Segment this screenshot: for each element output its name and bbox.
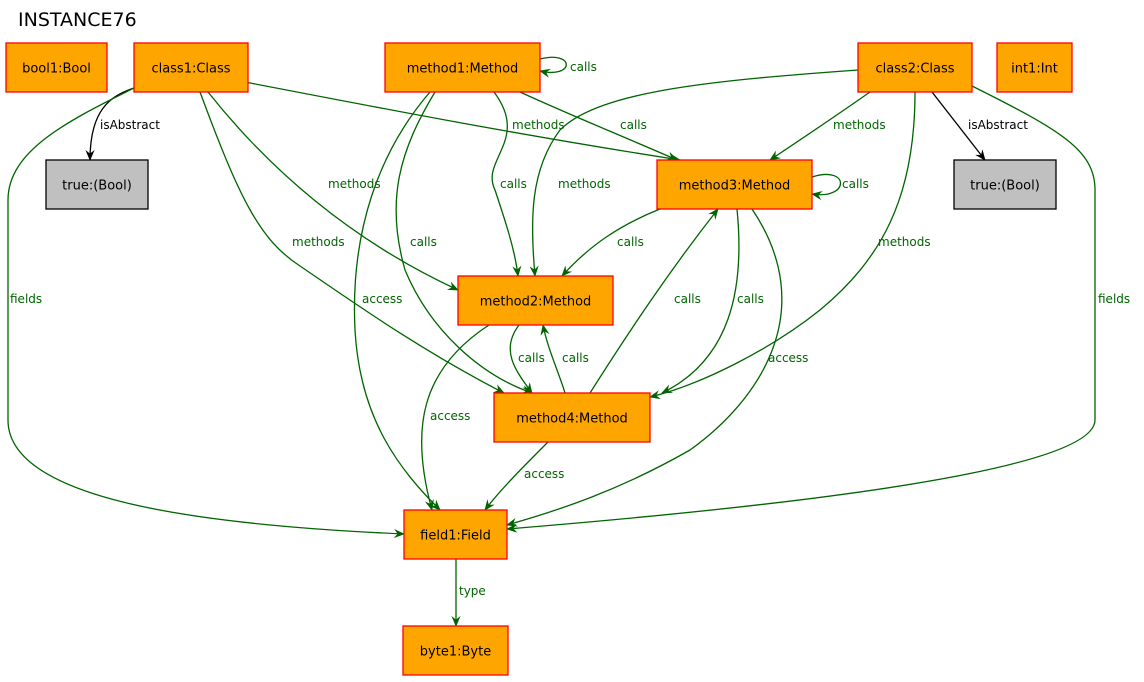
node-label: method1:Method [407, 62, 519, 77]
edge-method3-calls-method2 [561, 208, 661, 277]
edge-label-methods: methods [833, 118, 886, 132]
edge-label-fields: fields [10, 292, 42, 306]
node-label: bool1:Bool [22, 62, 91, 77]
edge-label-calls: calls [562, 351, 589, 365]
edge-label-methods: methods [878, 235, 931, 249]
node-method1[interactable]: method1:Method [384, 42, 541, 93]
edge-label-calls: calls [617, 235, 644, 249]
node-class2[interactable]: class2:Class [857, 42, 973, 93]
edge-label-calls: calls [620, 118, 647, 132]
edge-label-calls: calls [737, 292, 764, 306]
node-box [402, 625, 509, 676]
edge-label-methods: methods [328, 177, 381, 191]
edge-label-methods: methods [558, 177, 611, 191]
node-box [45, 159, 149, 210]
node-box [384, 42, 541, 93]
node-box [457, 275, 614, 326]
node-box [133, 42, 249, 93]
node-box [857, 42, 973, 93]
edge-class1-methods-method2 [207, 91, 459, 291]
edge-label-isAbstract: isAbstract [968, 118, 1028, 132]
edge-method1-calls-method2 [491, 91, 522, 277]
edge-class2-methods-method2 [529, 69, 859, 277]
node-label: method2:Method [480, 295, 592, 310]
node-true2[interactable]: true:(Bool) [953, 159, 1057, 210]
edge-label-calls: calls [842, 177, 869, 191]
node-method3[interactable]: method3:Method [656, 159, 813, 210]
edge-method1-calls-method1 [539, 56, 567, 78]
edge-class2-methods-method4 [649, 91, 916, 400]
node-field1[interactable]: field1:Field [403, 509, 508, 560]
node-label: byte1:Byte [420, 645, 491, 660]
node-label: true:(Bool) [970, 179, 1040, 194]
edge-method3-calls-method4 [661, 208, 740, 394]
node-int1[interactable]: int1:Int [996, 42, 1073, 93]
edge-label-type: type [459, 584, 486, 598]
edge-label-methods: methods [292, 235, 345, 249]
edge-labels-layer: isAbstract fields methods methods methods cal… [10, 60, 1130, 598]
edge-label-calls: calls [500, 177, 527, 191]
node-class1[interactable]: class1:Class [133, 42, 249, 93]
node-label: class1:Class [151, 62, 230, 77]
edge-label-access: access [768, 351, 808, 365]
node-label: true:(Bool) [62, 179, 132, 194]
edge-label-access: access [430, 409, 470, 423]
node-box [5, 42, 108, 93]
edge-method2-calls-method4 [509, 324, 533, 394]
node-label: class2:Class [875, 62, 954, 77]
edge-label-access: access [524, 467, 564, 481]
node-byte1[interactable]: byte1:Byte [402, 625, 509, 676]
edge-method1-calls-method4 [395, 91, 533, 395]
edges-layer [7, 56, 1096, 627]
edge-method4-calls-method2 [540, 324, 566, 394]
node-label: method3:Method [679, 179, 791, 194]
nodes-layer: bool1:Bool class1:Class method1:Method clas… [5, 42, 1073, 676]
edge-label-calls: calls [570, 60, 597, 74]
node-true1[interactable]: true:(Bool) [45, 159, 149, 210]
edge-method2-access-field1 [420, 324, 490, 511]
edge-label-calls: calls [674, 292, 701, 306]
edge-label-methods: methods [512, 118, 565, 132]
edge-method4-access-field1 [484, 441, 549, 511]
edge-label-access: access [362, 292, 402, 306]
edge-label-calls: calls [410, 235, 437, 249]
edge-class1-methods-method3 [244, 81, 681, 163]
node-bool1[interactable]: bool1:Bool [5, 42, 108, 93]
node-box [953, 159, 1057, 210]
edge-class2-fields-field1 [506, 85, 1096, 533]
node-box [656, 159, 813, 210]
node-box [403, 509, 508, 560]
node-method4[interactable]: method4:Method [493, 392, 651, 443]
edge-method3-calls-method3 [811, 173, 841, 201]
edge-label-isAbstract: isAbstract [100, 118, 160, 132]
node-method2[interactable]: method2:Method [457, 275, 614, 326]
edge-label-calls: calls [518, 351, 545, 365]
edge-method1-access-field1 [353, 91, 441, 511]
node-label: method4:Method [516, 412, 628, 427]
node-box [996, 42, 1073, 93]
diagram-title: INSTANCE76 [18, 9, 137, 31]
edge-class1-isAbstract-true1 [85, 87, 135, 161]
edge-class2-methods-method3 [769, 91, 871, 161]
edge-method1-calls-method3 [519, 91, 678, 161]
edge-label-fields: fields [1098, 292, 1130, 306]
node-box [493, 392, 651, 443]
edge-method4-calls-method3 [589, 208, 719, 394]
edge-class2-isAbstract-true2 [931, 91, 986, 161]
edge-class1-methods-method4 [199, 91, 505, 394]
edge-class1-fields-field1 [7, 87, 405, 539]
edge-method3-access-field1 [506, 208, 783, 527]
node-label: int1:Int [1011, 62, 1058, 77]
node-label: field1:Field [420, 529, 491, 544]
